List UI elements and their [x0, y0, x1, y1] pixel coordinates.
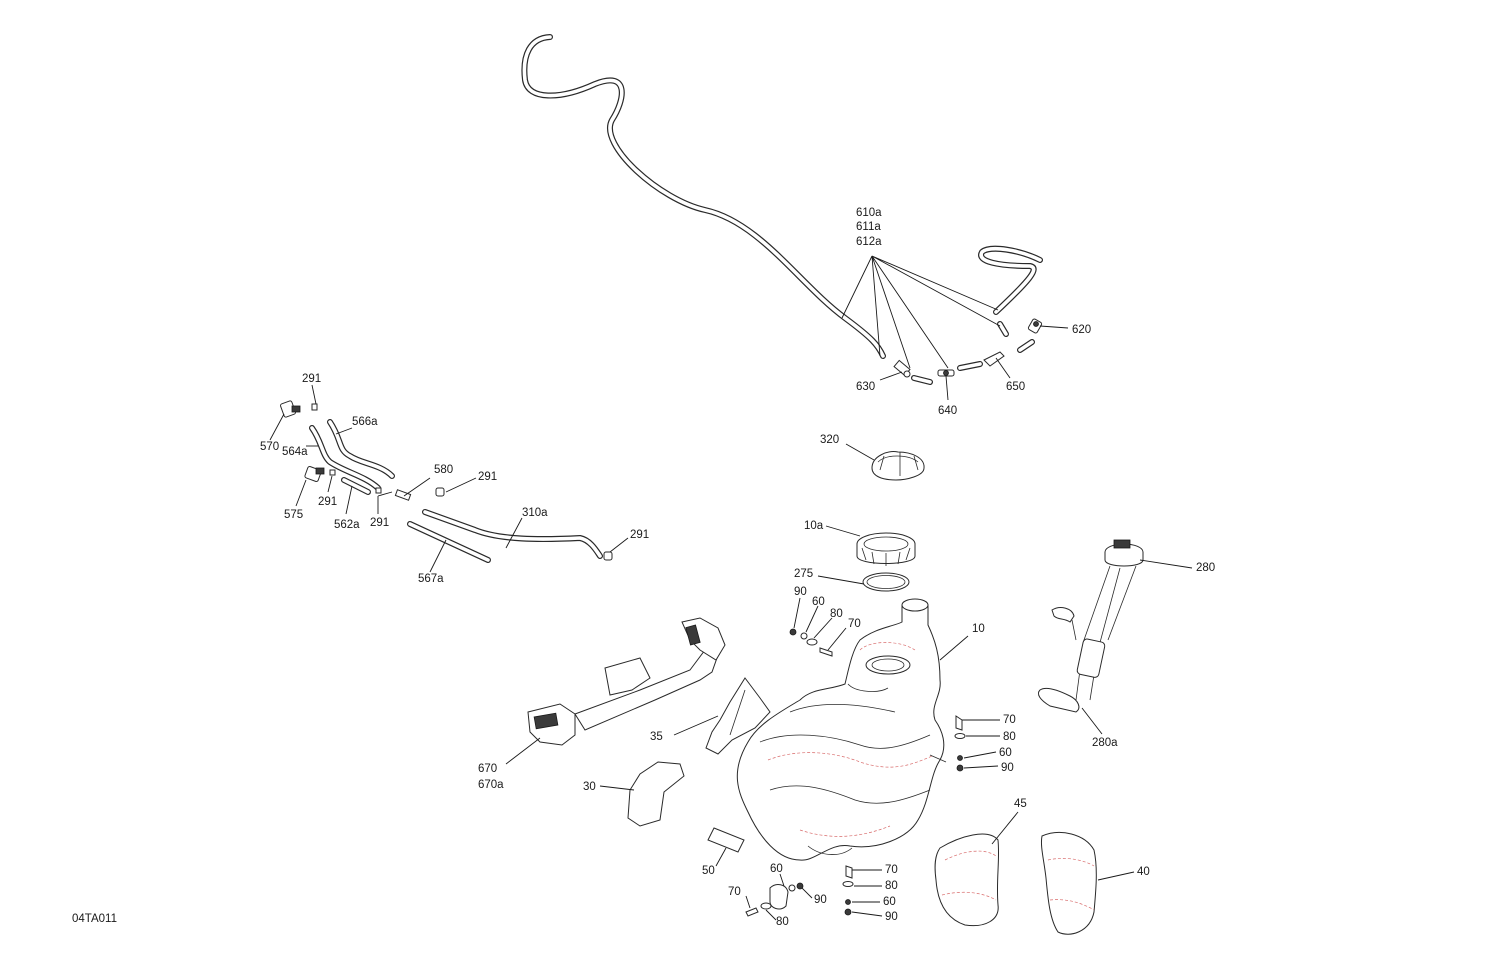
fuel-cap — [871, 451, 925, 481]
label-670a: 670a — [478, 779, 504, 791]
label-575: 575 — [284, 509, 303, 521]
label-70: 70 — [885, 864, 898, 876]
label-670: 670 — [478, 763, 497, 775]
label-60: 60 — [812, 596, 825, 608]
label-80: 80 — [830, 608, 843, 620]
label-310a: 310a — [522, 507, 548, 519]
label-70: 70 — [848, 618, 861, 630]
lock-ring — [856, 532, 916, 566]
label-570: 570 — [260, 441, 279, 453]
label-80: 80 — [1003, 731, 1016, 743]
label-70: 70 — [728, 886, 741, 898]
o-ring — [862, 572, 910, 592]
label-650: 650 — [1006, 381, 1025, 393]
label-35: 35 — [650, 731, 663, 743]
fuel-tank — [736, 598, 947, 861]
fuel-pump — [1037, 539, 1144, 713]
label-291: 291 — [630, 529, 649, 541]
heat-shield-35 — [705, 677, 771, 755]
label-10a: 10a — [804, 520, 824, 532]
fittings-left — [280, 400, 613, 561]
label-280: 280 — [1196, 562, 1215, 574]
label-564a: 564a — [282, 446, 308, 458]
label-620: 620 — [1072, 324, 1091, 336]
leader-lines — [269, 255, 1193, 921]
label-60: 60 — [999, 747, 1012, 759]
label-90: 90 — [1001, 762, 1014, 774]
label-566a: 566a — [352, 416, 378, 428]
label-630: 630 — [856, 381, 875, 393]
label-30: 30 — [583, 781, 596, 793]
label-611a: 611a — [856, 221, 881, 233]
label-90: 90 — [794, 586, 807, 598]
label-291: 291 — [370, 517, 389, 529]
label-50: 50 — [702, 865, 715, 877]
part-labels: 610a 611a 612a 620 630 640 650 320 10a 2… — [72, 207, 1215, 928]
label-320: 320 — [820, 434, 839, 446]
hardware — [745, 628, 966, 917]
label-562a: 562a — [334, 519, 360, 531]
protector-40 — [1041, 832, 1097, 935]
label-280a: 280a — [1092, 737, 1118, 749]
label-640: 640 — [938, 405, 957, 417]
label-90: 90 — [814, 894, 827, 906]
label-60: 60 — [770, 863, 783, 875]
label-40: 40 — [1137, 866, 1150, 878]
label-291: 291 — [318, 496, 337, 508]
label-612a: 612a — [856, 236, 882, 248]
label-610a: 610a — [856, 207, 882, 219]
label-10: 10 — [972, 623, 985, 635]
label-291: 291 — [302, 373, 321, 385]
fuel-lines — [309, 419, 603, 563]
label-567a: 567a — [418, 573, 444, 585]
pad — [707, 827, 745, 853]
heat-shield-30 — [627, 761, 685, 827]
label-60: 60 — [883, 896, 896, 908]
label-80: 80 — [776, 916, 789, 928]
label-291: 291 — [478, 471, 497, 483]
label-580: 580 — [434, 464, 453, 476]
label-70: 70 — [1003, 714, 1016, 726]
support-bracket — [527, 617, 726, 746]
label-80: 80 — [885, 880, 898, 892]
vent-hose — [521, 34, 1043, 385]
vent-fittings — [893, 318, 1043, 378]
diagram-code: 04TA011 — [72, 913, 117, 925]
label-275: 275 — [794, 568, 813, 580]
label-45: 45 — [1014, 798, 1027, 810]
label-90: 90 — [885, 911, 898, 923]
protector-45 — [934, 833, 1000, 927]
